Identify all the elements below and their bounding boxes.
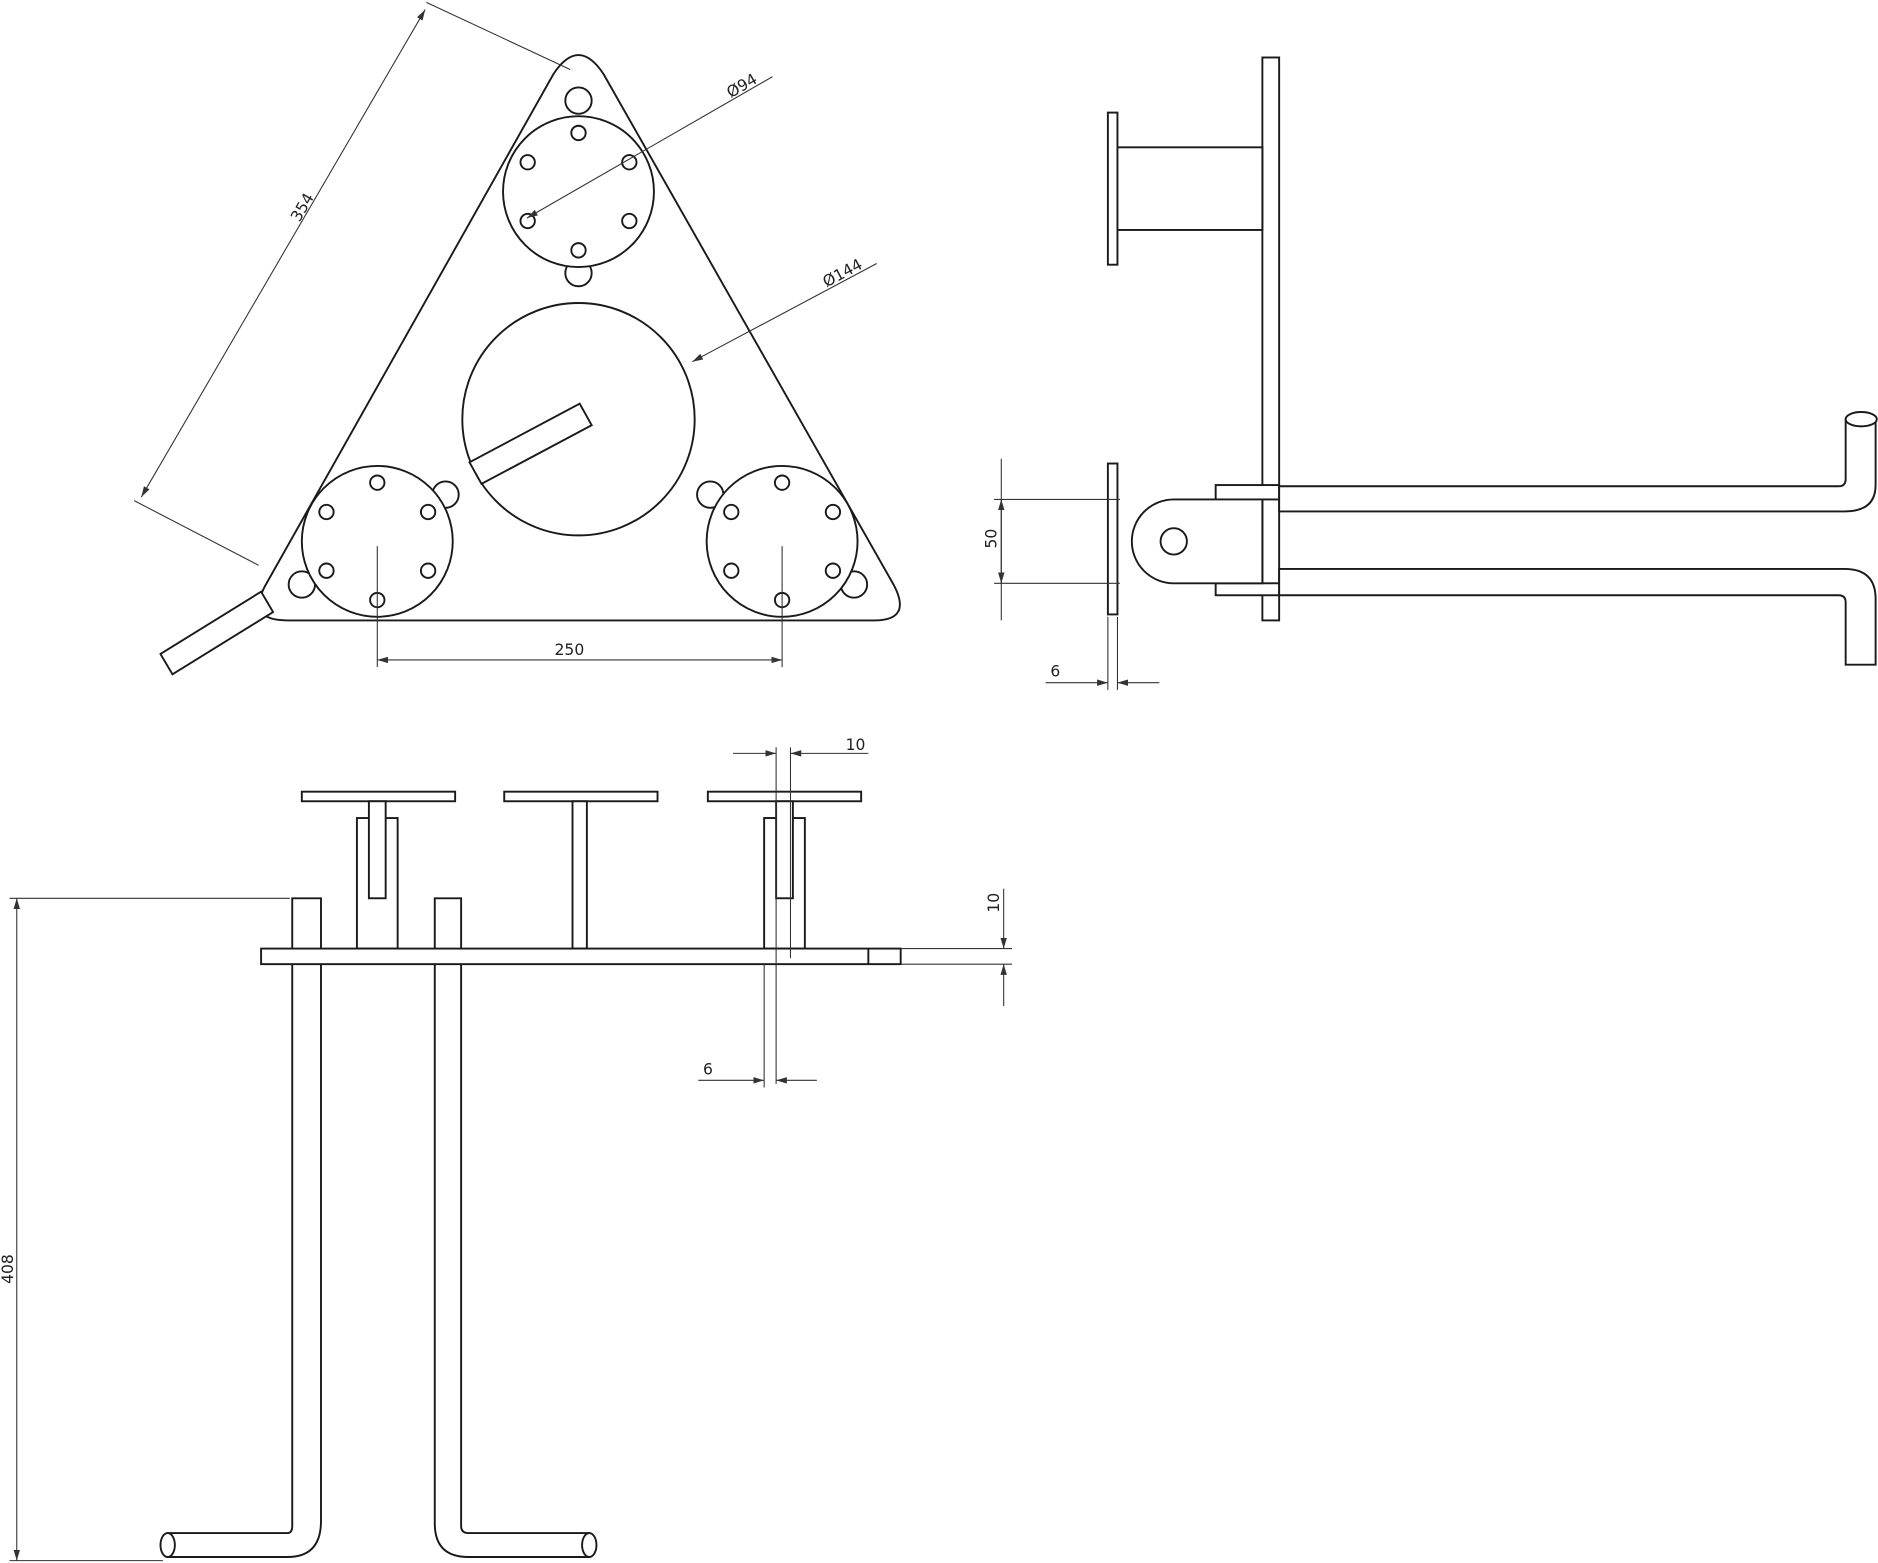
bolt-hole <box>621 154 638 171</box>
tube-end <box>159 1532 176 1558</box>
dimension-10-right: 10 <box>900 888 1013 1007</box>
base-plate <box>260 947 902 966</box>
center-cutout <box>461 302 696 537</box>
bolt-hole <box>570 242 587 259</box>
side-view: 50 6 <box>982 56 1878 690</box>
bolt-hole <box>519 154 536 171</box>
clevis-pin <box>367 800 387 900</box>
pivot-hole <box>1159 527 1188 556</box>
bolt-hole <box>824 503 842 521</box>
tube-stub <box>468 402 593 486</box>
bolt-hole <box>824 562 842 579</box>
bolt-hole <box>419 562 437 579</box>
dimension-408: 408 <box>0 897 290 1562</box>
top-view: 354 Ø94 Ø144 250 <box>133 1 901 676</box>
dimension-diameter-144: Ø144 <box>692 255 877 363</box>
bolt-hole <box>419 503 437 521</box>
lower-mount-plate <box>1106 462 1119 616</box>
clevis-tab <box>1214 582 1281 597</box>
tube-end <box>581 1532 598 1558</box>
dimension-50: 50 <box>982 458 1120 621</box>
clevis-tab <box>1214 484 1281 501</box>
bolt-hole <box>723 562 740 579</box>
dimension-label: 6 <box>1050 663 1060 681</box>
mount-plate <box>503 790 659 803</box>
dimension-label: 10 <box>985 893 1003 913</box>
clevis <box>1130 498 1264 585</box>
dimension-label: 6 <box>703 1060 713 1078</box>
bolt-hole <box>318 562 335 579</box>
upper-mount-plate <box>1106 111 1119 266</box>
dimension-10-top: 10 <box>732 736 869 1084</box>
tube-end <box>1844 411 1878 428</box>
right-leg <box>433 897 591 1558</box>
dimension-label: Ø144 <box>820 255 866 291</box>
upper-arm <box>1278 418 1877 513</box>
dimension-6-side: 6 <box>1045 616 1160 690</box>
center-stem <box>571 800 588 950</box>
mount-plate <box>300 790 457 803</box>
upper-tube <box>1116 146 1264 231</box>
dimension-label: Ø94 <box>724 70 761 102</box>
round-plate-top <box>502 115 655 269</box>
back-plate <box>1261 56 1281 622</box>
bolt-hole <box>570 124 587 142</box>
bolt-hole <box>621 212 638 230</box>
mount-ear <box>564 86 593 115</box>
dimension-6-front: 6 <box>698 964 817 1088</box>
tube-stub-outer <box>159 590 275 676</box>
bolt-hole <box>318 503 335 521</box>
front-view: 10 10 6 408 <box>0 736 1013 1562</box>
bolt-hole <box>723 503 740 521</box>
dimension-250: 250 <box>376 546 783 668</box>
dimension-label: 354 <box>287 190 317 225</box>
dimension-label: 408 <box>0 1254 17 1284</box>
dimension-label: 10 <box>846 736 866 754</box>
lower-arm <box>1278 567 1877 666</box>
left-leg <box>166 897 322 1558</box>
dimension-label: 50 <box>982 529 1000 549</box>
mount-plate <box>706 790 863 803</box>
bolt-hole <box>773 474 791 491</box>
dimension-label: 250 <box>555 641 585 659</box>
